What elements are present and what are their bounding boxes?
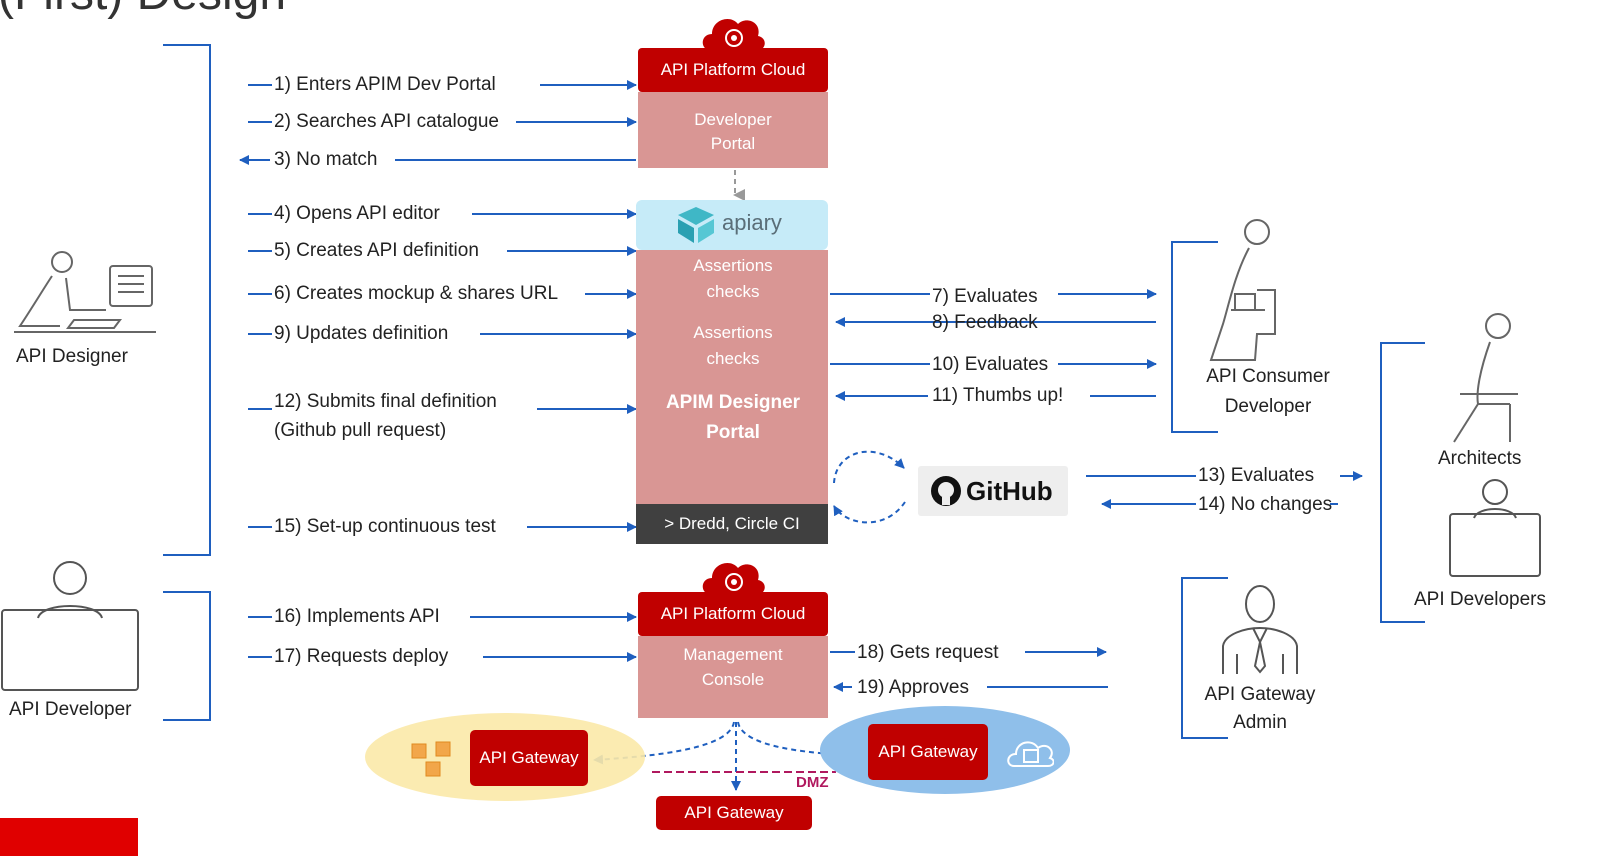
api-gateway-left[interactable]: API Gateway: [470, 730, 588, 786]
step-8: 8) Feedback: [932, 312, 1038, 333]
step-2: 2) Searches API catalogue: [274, 111, 499, 132]
apiary-logo-icon: [678, 207, 714, 243]
assertions-2-line2: checks: [706, 349, 760, 368]
designer-portal-box[interactable]: [636, 250, 828, 504]
platform-bottom-label: API Platform Cloud: [638, 592, 828, 636]
actor-consumer-label-2: Developer: [1224, 396, 1312, 417]
step-17: 17) Requests deploy: [274, 646, 449, 667]
step-12-line1: 12) Submits final definition: [274, 391, 497, 412]
step-9: 9) Updates definition: [274, 323, 449, 344]
step-5: 5) Creates API definition: [274, 240, 479, 261]
boxes-icon: [411, 741, 451, 777]
cloud-server-icon: [1007, 741, 1054, 767]
apiary-label: apiary: [722, 210, 782, 235]
apiary-box[interactable]: [636, 200, 828, 250]
actor-gw-admin-label-2: Admin: [1233, 712, 1287, 733]
dredd-circleci-box[interactable]: > Dredd, Circle CI: [636, 504, 828, 544]
designer-portal-line1: APIM Designer: [665, 392, 801, 413]
actor-designer-label: API Designer: [16, 346, 128, 367]
step-19: 19) Approves: [857, 677, 969, 698]
dmz-label: DMZ: [796, 774, 829, 791]
step-1: 1) Enters APIM Dev Portal: [274, 74, 496, 95]
actor-architects-label: Architects: [1438, 448, 1522, 469]
assertions-1-line1: Assertions: [693, 256, 773, 275]
step-4: 4) Opens API editor: [274, 203, 440, 224]
platform-top-label: API Platform Cloud: [638, 48, 828, 92]
step-15: 15) Set-up continuous test: [274, 516, 496, 537]
step-6: 6) Creates mockup & shares URL: [274, 283, 559, 304]
developer-portal-line1: Developer: [694, 110, 772, 129]
github-label: GitHub: [966, 476, 1053, 506]
developer-portal-line2: Portal: [710, 134, 756, 153]
step-7: 7) Evaluates: [932, 286, 1038, 307]
cloud-platform-icon-2: [702, 563, 765, 594]
developer-portal-box[interactable]: [638, 92, 828, 168]
step-18: 18) Gets request: [857, 642, 999, 663]
management-line2: Console: [701, 670, 765, 689]
step-13: 13) Evaluates: [1198, 465, 1315, 486]
cloud-platform-icon: [702, 19, 765, 50]
consumer-icon: [1209, 219, 1276, 361]
step-10: 10) Evaluates: [932, 354, 1049, 375]
api-gateway-bottom[interactable]: API Gateway: [656, 796, 812, 830]
actor-gw-admin-label-1: API Gateway: [1204, 684, 1316, 705]
api-developers-icon: [1449, 479, 1541, 577]
designer-portal-line2: Portal: [706, 422, 760, 443]
github-icon: [931, 476, 961, 506]
gateway-admin-icon: [1222, 585, 1298, 674]
step-16: 16) Implements API: [274, 606, 440, 627]
step-12-line2: (Github pull request): [274, 420, 447, 441]
architects-icon: [1453, 313, 1518, 443]
actor-consumer-label-1: API Consumer: [1206, 366, 1330, 387]
step-11: 11) Thumbs up!: [932, 385, 1064, 406]
developer-icon: [1, 561, 139, 691]
api-gateway-right[interactable]: API Gateway: [868, 724, 988, 780]
designer-icon: [14, 251, 156, 333]
actor-api-developers-label: API Developers: [1414, 589, 1547, 610]
page-title: (First) Design: [0, 0, 286, 21]
assertions-1-line2: checks: [706, 282, 760, 301]
management-console-box[interactable]: [638, 636, 828, 718]
management-line1: Management: [683, 645, 783, 664]
assertions-2-line1: Assertions: [693, 323, 773, 342]
actor-developer-label: API Developer: [9, 699, 132, 720]
step-14: 14) No changes: [1198, 494, 1333, 515]
step-3: 3) No match: [274, 149, 378, 170]
